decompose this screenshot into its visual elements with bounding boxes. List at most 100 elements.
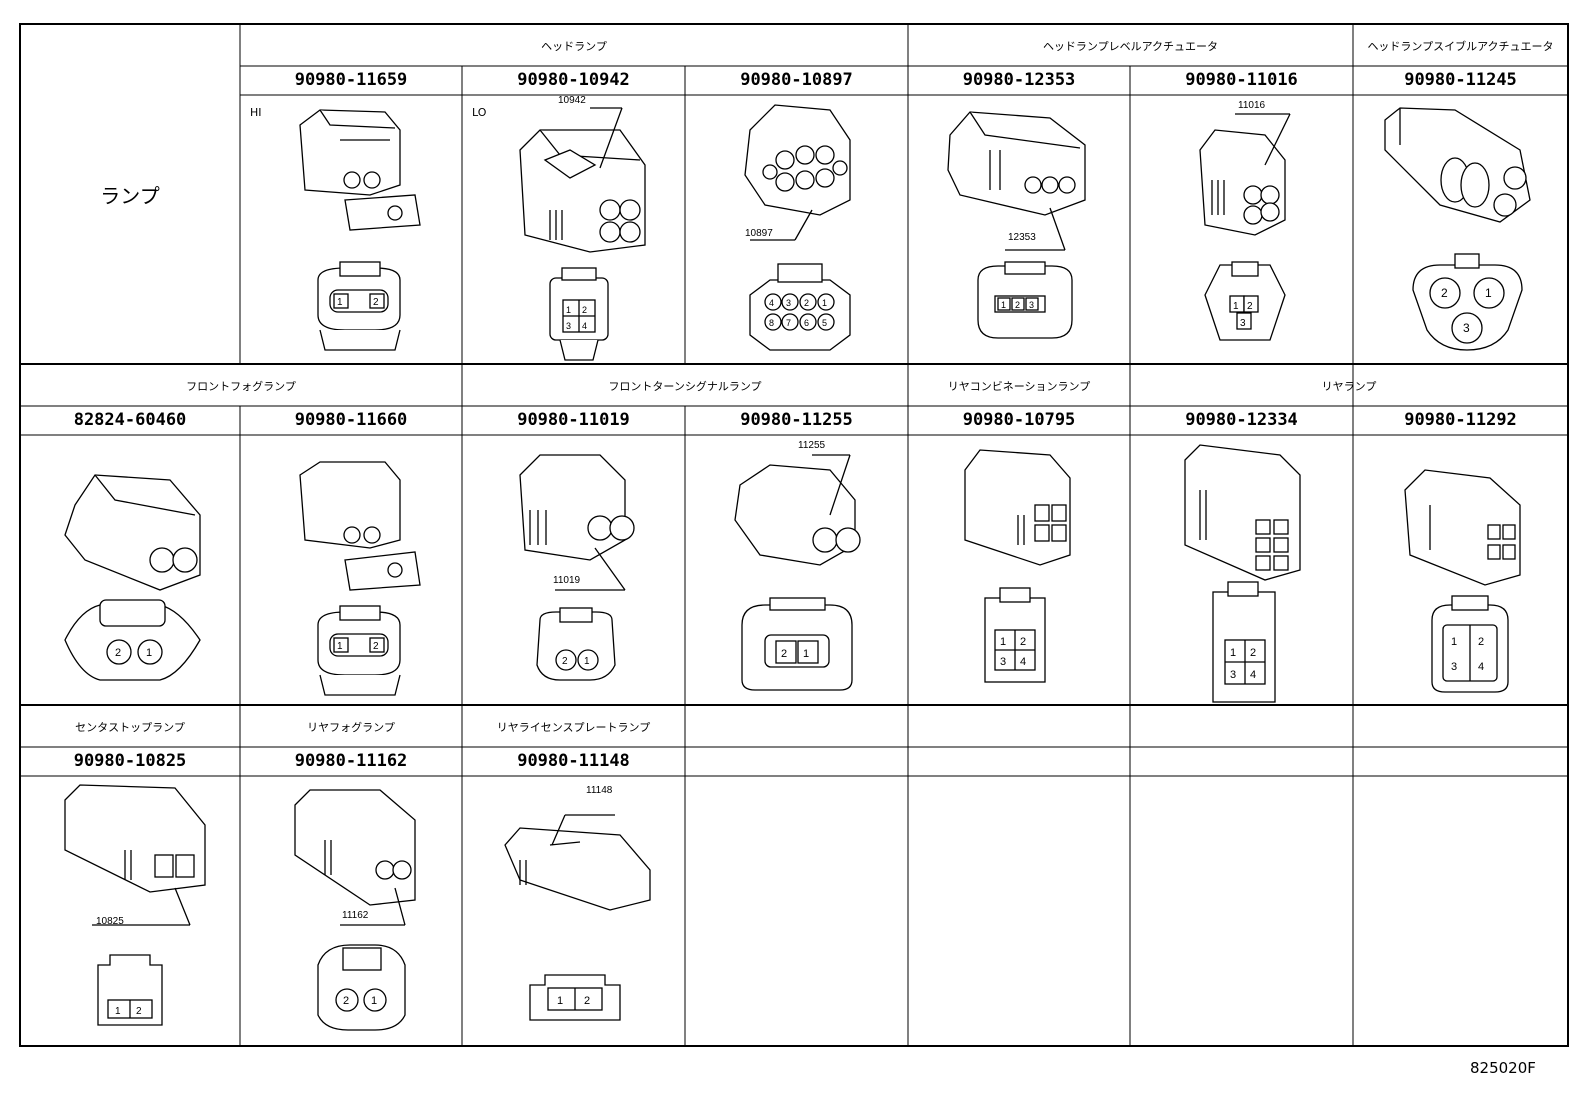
pin-number: 3	[1451, 661, 1457, 673]
part-number: 90980-11019	[517, 410, 630, 430]
pin-number: 2	[1247, 301, 1253, 312]
part-number: 90980-10942	[517, 70, 630, 90]
part-number: 90980-12334	[1185, 410, 1298, 430]
part-number: 90980-11659	[294, 70, 408, 90]
part-number: 90980-10795	[962, 410, 1076, 430]
figure-code: 825020F	[1470, 1059, 1536, 1077]
callout-label: 11162	[342, 910, 369, 921]
connector-illustration	[299, 109, 421, 231]
category-label: ランプ	[100, 184, 160, 208]
connector-illustration	[734, 454, 861, 566]
part-number: 90980-11016	[1185, 70, 1298, 90]
connector-face	[741, 597, 853, 691]
pin-number: 1	[584, 656, 590, 667]
part-number: 90980-11292	[1404, 410, 1517, 430]
connector-face	[317, 261, 401, 351]
connector-illustration	[744, 104, 851, 241]
pin-number: 3	[1230, 669, 1236, 681]
pin-number: 3	[1463, 321, 1470, 335]
pin-number: 2	[584, 995, 590, 1007]
pin-number: 3	[1029, 300, 1034, 310]
pin-number: 2	[1441, 286, 1448, 300]
part-number: 90980-11255	[740, 410, 853, 430]
pin-number: 4	[582, 321, 587, 331]
connector-illustration	[519, 454, 635, 591]
pin-number: 5	[822, 318, 827, 328]
callout-label: 11016	[1238, 100, 1266, 111]
group-header-front-fog-lamp: フロントフォグランプ	[186, 380, 296, 393]
group-header-rear-lamp: リヤランプ	[1321, 380, 1377, 393]
group-header-headlamp-leveling-actuator: ヘッドランプレベルアクチュエータ	[1042, 40, 1219, 53]
pin-number: 4	[1020, 656, 1026, 668]
callout-label: 12353	[1008, 232, 1036, 243]
connector-face	[984, 587, 1046, 683]
pin-number: 1	[371, 995, 377, 1007]
part-number: 90980-11245	[1404, 70, 1517, 90]
callout-label: 10942	[558, 95, 586, 106]
pin-number: 2	[804, 298, 809, 308]
pin-number: 1	[803, 648, 809, 660]
connector-face	[549, 267, 609, 361]
connector-face	[529, 974, 621, 1021]
pin-number: 1	[1000, 636, 1006, 648]
pin-number: 8	[769, 318, 774, 328]
connector-illustration	[1184, 444, 1301, 581]
group-header-license-plate-lamp: リヤライセンスプレートランプ	[496, 721, 651, 734]
pin-number: 2	[343, 995, 349, 1007]
connector-illustration	[64, 784, 206, 926]
pin-number: 1	[1001, 300, 1006, 310]
connector-face	[1412, 253, 1523, 351]
connector-illustration	[504, 814, 651, 911]
pin-number: 2	[582, 305, 587, 315]
connector-illustration	[294, 789, 416, 926]
pin-number: 2	[115, 647, 121, 659]
pin-number: 7	[786, 318, 791, 328]
pin-number: 3	[566, 321, 571, 331]
connector-face	[64, 599, 201, 681]
group-header-rear-fog-lamp: リヤフォグランプ	[307, 721, 395, 734]
connector-illustration	[519, 107, 646, 253]
pin-number: 2	[136, 1006, 142, 1017]
group-header-rear-combination: リヤコンビネーションランプ	[947, 380, 1091, 393]
pin-number: 2	[562, 656, 568, 667]
pin-number: 1	[115, 1006, 121, 1017]
connector-illustration	[947, 111, 1086, 251]
callout-label: 11019	[553, 575, 581, 586]
connector-face	[317, 605, 401, 696]
pin-number: 1	[1485, 286, 1492, 300]
connector-illustration	[964, 449, 1071, 566]
group-header-headlamp: ヘッドランプ	[541, 40, 607, 53]
connector-face	[536, 607, 616, 681]
part-number: 90980-10825	[73, 751, 187, 771]
pin-number: 2	[1478, 636, 1484, 648]
callout-label: 10825	[96, 916, 124, 927]
group-header-center-stop-lamp: センタストップランプ	[75, 721, 185, 734]
pin-number: 2	[373, 641, 379, 652]
pin-number: 1	[337, 297, 343, 308]
pin-number: 1	[1451, 636, 1457, 648]
part-number: 90980-10897	[740, 70, 853, 90]
pin-number: 2	[1020, 636, 1026, 648]
connector-face	[977, 261, 1073, 339]
connector-face	[97, 954, 163, 1026]
part-number: 90980-11162	[294, 751, 408, 771]
callout-label: 11148	[586, 785, 613, 796]
connector-face	[749, 263, 851, 351]
callout-label: 11255	[798, 440, 826, 451]
connector-illustration	[1404, 469, 1521, 586]
group-header-headlamp-swivel-actuator: ヘッドランプスイブルアクチュエータ	[1367, 40, 1554, 53]
connector-face	[1431, 595, 1509, 693]
pin-number: 3	[786, 298, 791, 308]
pin-number: 4	[1250, 669, 1256, 681]
callout-label: 10897	[745, 228, 773, 239]
pin-number: 1	[337, 641, 343, 652]
pin-number: 1	[557, 995, 563, 1007]
pin-number: 3	[1240, 318, 1246, 329]
pin-number: 1	[566, 305, 571, 315]
pin-number: 6	[804, 318, 809, 328]
part-number: 90980-11660	[294, 410, 408, 430]
pin-number: 2	[1015, 300, 1020, 310]
connector-illustration	[64, 474, 201, 591]
